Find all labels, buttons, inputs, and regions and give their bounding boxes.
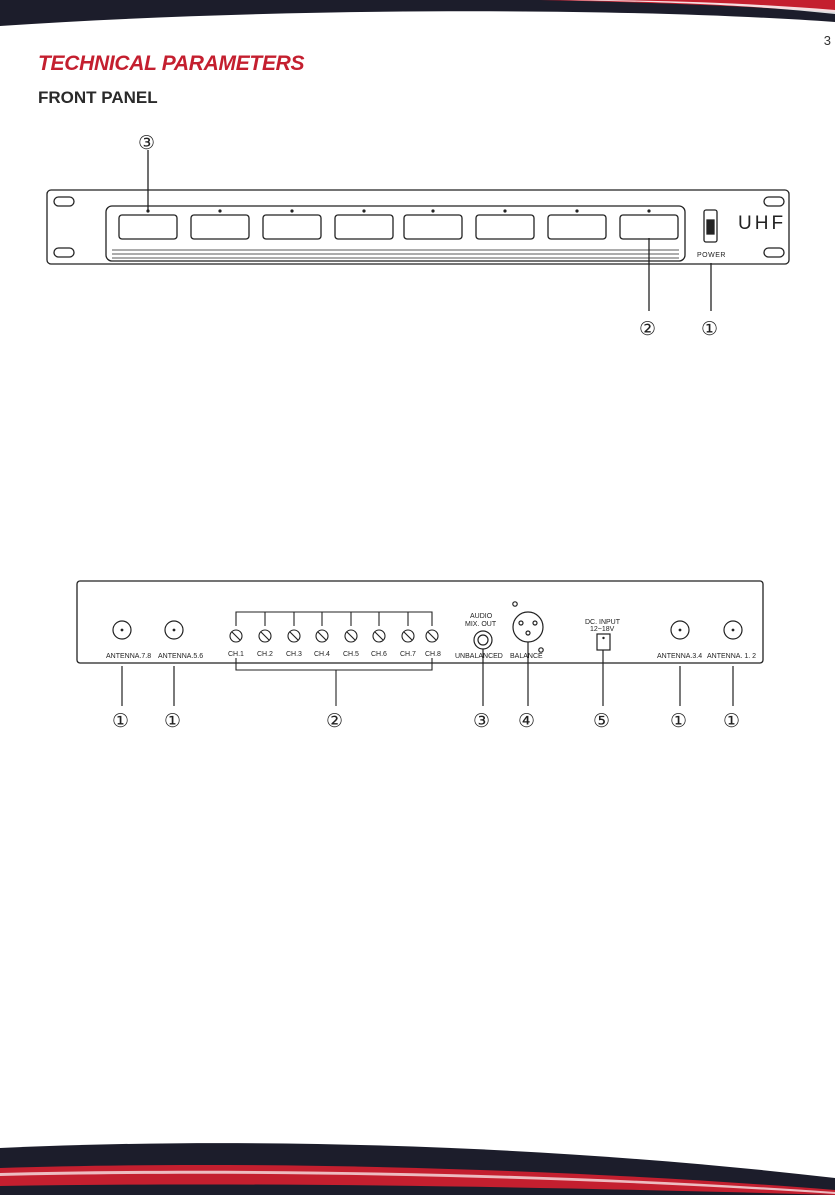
section-title: TECHNICAL PARAMETERS bbox=[38, 52, 304, 76]
antenna-label: ANTENNA.3.4 bbox=[657, 653, 702, 660]
antenna-label: ANTENNA.5.6 bbox=[158, 653, 203, 660]
audio-label: AUDIO bbox=[470, 613, 493, 620]
channel-trim-pot bbox=[426, 630, 438, 642]
channel-indicator-led bbox=[575, 209, 578, 212]
channel-label: CH.4 bbox=[314, 651, 330, 658]
unbalanced-label: UNBALANCED bbox=[455, 653, 503, 660]
antenna-label: ANTENNA.7.8 bbox=[106, 653, 151, 660]
channel-trim-pot bbox=[288, 630, 300, 642]
callout-display: ③ bbox=[138, 132, 155, 154]
channel-window bbox=[476, 215, 534, 239]
channel-trim-pot bbox=[230, 630, 242, 642]
brand-label: UHF bbox=[738, 213, 786, 234]
rear-panel-diagram: ANTENNA.7.8 ANTENNA.5.6 ANTENNA.3.4 ANTE… bbox=[0, 570, 835, 740]
callout-unbalanced-out: ③ bbox=[473, 710, 490, 732]
callout-channel-trims: ② bbox=[326, 710, 343, 732]
channel-indicator-led bbox=[218, 209, 221, 212]
front-panel-heading: FRONT PANEL bbox=[38, 88, 158, 108]
channel-window bbox=[119, 215, 177, 239]
top-decorative-band bbox=[0, 0, 835, 34]
callout-channel-window: ② bbox=[639, 318, 656, 340]
channel-trim-pot bbox=[316, 630, 328, 642]
channel-trim-pot bbox=[345, 630, 357, 642]
channel-indicator-led bbox=[362, 209, 365, 212]
dc-input-jack bbox=[597, 634, 610, 650]
power-label: POWER bbox=[697, 252, 726, 259]
channel-trim-pot bbox=[259, 630, 271, 642]
dc-input-label: DC. INPUT bbox=[585, 619, 621, 626]
bottom-decorative-band bbox=[0, 1130, 835, 1195]
channel-window bbox=[191, 215, 249, 239]
channel-window bbox=[404, 215, 462, 239]
channel-indicator-led bbox=[431, 209, 434, 212]
callout-antenna: ① bbox=[164, 710, 181, 732]
front-mount-hole bbox=[764, 248, 784, 257]
unbalanced-jack bbox=[474, 631, 492, 649]
rear-chassis bbox=[77, 581, 763, 663]
callout-dc-input: ⑤ bbox=[593, 710, 610, 732]
callout-antenna: ① bbox=[723, 710, 740, 732]
channel-label: CH.3 bbox=[286, 651, 302, 658]
page-number: 3 bbox=[824, 33, 831, 48]
front-mount-hole bbox=[54, 248, 74, 257]
channel-label: CH.7 bbox=[400, 651, 416, 658]
front-mount-hole bbox=[54, 197, 74, 206]
channel-label: CH.1 bbox=[228, 651, 244, 658]
callout-antenna: ① bbox=[670, 710, 687, 732]
channel-window bbox=[620, 215, 678, 239]
mix-out-label: MIX. OUT bbox=[465, 621, 497, 628]
callout-power-switch: ① bbox=[701, 318, 718, 340]
channel-window bbox=[548, 215, 606, 239]
channel-indicator-led bbox=[503, 209, 506, 212]
antenna-label: ANTENNA. 1. 2 bbox=[707, 653, 756, 660]
channel-indicator-led bbox=[647, 209, 650, 212]
channel-label: CH.2 bbox=[257, 651, 273, 658]
callout-balanced-out: ④ bbox=[518, 710, 535, 732]
channel-indicator-led bbox=[290, 209, 293, 212]
channel-window bbox=[335, 215, 393, 239]
channel-window bbox=[263, 215, 321, 239]
channel-label: CH.8 bbox=[425, 651, 441, 658]
front-mount-hole bbox=[764, 197, 784, 206]
callout-antenna: ① bbox=[112, 710, 129, 732]
channel-label: CH.5 bbox=[343, 651, 359, 658]
channel-display-panel bbox=[106, 206, 685, 261]
front-panel-diagram: UHF POWER ③ ② ① bbox=[0, 120, 835, 350]
channel-trim-pot bbox=[402, 630, 414, 642]
balance-label: BALANCE bbox=[510, 653, 543, 660]
dc-voltage-label: 12~18V bbox=[590, 626, 615, 633]
channel-trim-pot bbox=[373, 630, 385, 642]
channel-label: CH.6 bbox=[371, 651, 387, 658]
